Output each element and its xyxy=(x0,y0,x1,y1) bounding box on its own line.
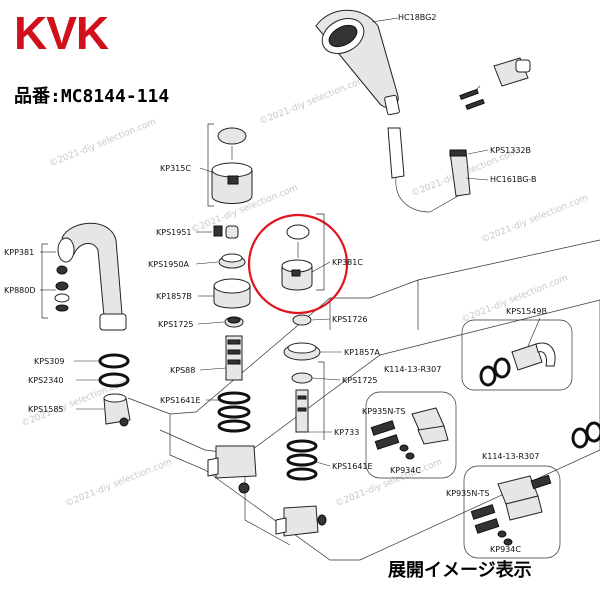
part-label: KPS1641E xyxy=(332,462,373,471)
shower-holder xyxy=(459,57,531,110)
highlighted-part-kp381c xyxy=(247,213,349,315)
part-label: HC18BG2 xyxy=(398,13,436,22)
part-label: KP1857A xyxy=(344,348,380,357)
shower-hose xyxy=(387,127,471,213)
part-label: KP935N-TS xyxy=(446,489,489,498)
part-label: KP1857B xyxy=(156,292,192,301)
part-label: KPS1641E xyxy=(160,396,201,405)
part-label: KP315C xyxy=(160,164,191,173)
part-label: KP733 xyxy=(334,428,359,437)
part-label: KPS1725 xyxy=(342,376,378,385)
part-label: KPS1951 xyxy=(156,228,192,237)
leader-lines xyxy=(40,17,541,467)
faucet-body-outline xyxy=(127,239,600,561)
center-right-column-parts xyxy=(275,314,327,537)
model-number: 品番:MC8144-114 xyxy=(14,86,170,107)
spout xyxy=(41,222,127,331)
part-label: KPS88 xyxy=(170,366,195,375)
part-label: K114-13-R307 xyxy=(384,365,441,374)
part-label-highlighted: KP381C xyxy=(332,258,363,267)
connector-group-kps1549b xyxy=(461,319,573,391)
connector-group-2 xyxy=(463,421,600,559)
exploded-view-caption: 展開イメージ表示 xyxy=(388,560,532,581)
part-label: KPS1725 xyxy=(158,320,194,329)
part-label: KPS1726 xyxy=(332,315,368,324)
shower-head xyxy=(315,9,400,116)
part-label: KP934C xyxy=(390,466,421,475)
part-label: HC161BG-B xyxy=(490,175,537,184)
part-label: KPP381 xyxy=(4,248,34,257)
part-label: KP935N-TS xyxy=(362,407,405,416)
part-label: KPS309 xyxy=(34,357,64,366)
part-label: KPS1549B xyxy=(506,307,547,316)
part-label: KPS1585 xyxy=(28,405,64,414)
connector-group-1 xyxy=(365,391,457,479)
part-label: K114-13-R307 xyxy=(482,452,539,461)
part-label: KPS1332B xyxy=(490,146,531,155)
part-label: KP880D xyxy=(4,286,36,295)
part-labels: HC18BG2 KPS1332B HC161BG-B KP315C KPS195… xyxy=(4,13,547,554)
center-column-parts xyxy=(207,123,257,494)
brand-logo: KVK xyxy=(14,7,109,59)
part-label: KP934C xyxy=(490,545,521,554)
part-label: KPS1950A xyxy=(148,260,190,269)
part-label: KPS2340 xyxy=(28,376,64,385)
left-column-parts xyxy=(98,353,131,427)
